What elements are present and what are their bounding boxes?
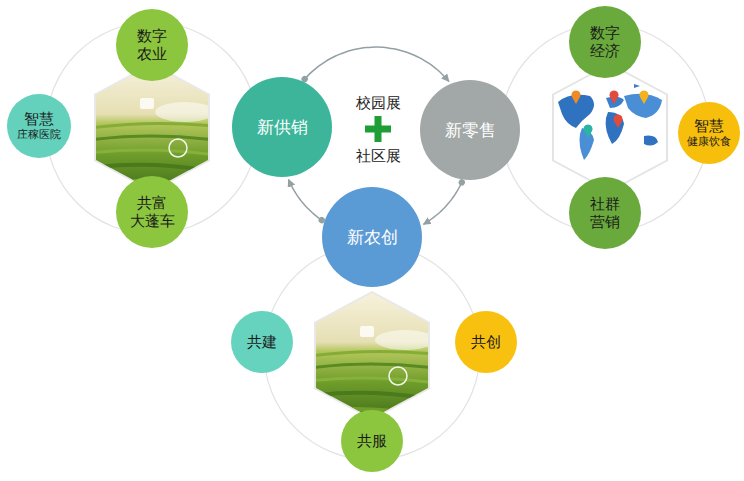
circle-fill — [231, 311, 293, 373]
circle-fill — [322, 187, 422, 287]
node-title: 新农创 — [347, 227, 398, 247]
map-pin — [610, 90, 619, 104]
topic-circle: 社群 营销 — [569, 177, 641, 249]
node-text-group: 共服 — [357, 432, 387, 450]
circle-fill — [678, 102, 740, 164]
circle-fill — [7, 94, 71, 158]
hub-circle: 新农创 — [322, 187, 422, 287]
node-title: 智慧 — [687, 117, 731, 135]
cycle-arrow — [423, 182, 461, 224]
node-text-group: 社群 营销 — [579, 195, 631, 231]
node-text-group: 共建 — [247, 333, 277, 351]
node-text-group: 数字 农业 — [126, 27, 178, 63]
exhibit-label: 校园展 — [356, 94, 401, 113]
world-map-picture — [548, 60, 673, 195]
node-text-group: 新农创 — [347, 227, 398, 247]
circle-fill — [341, 410, 403, 472]
circle-fill — [569, 6, 641, 78]
plus-sign — [365, 116, 391, 142]
node-text-group: 智慧健康饮食 — [687, 117, 731, 148]
node-subtitle: 健康饮食 — [687, 135, 731, 148]
circle-fill — [455, 311, 517, 373]
node-subtitle: 庄稼医院 — [17, 128, 61, 141]
node-text-group: 新供销 — [257, 117, 308, 137]
circle-fill — [116, 176, 188, 248]
cluster-ring — [501, 24, 709, 232]
map-pin — [572, 90, 581, 104]
circle-fill — [116, 9, 188, 81]
topic-circle: 共服 — [341, 410, 403, 472]
node-title: 共建 — [247, 333, 277, 351]
node-text-group: 共富 大蓬车 — [126, 194, 178, 230]
node-text-group: 新零售 — [445, 120, 496, 140]
cluster-ring — [46, 22, 258, 234]
topic-circle: 共富 大蓬车 — [116, 176, 188, 248]
topic-circle: 智慧庄稼医院 — [7, 94, 71, 158]
hub-circle: 新零售 — [420, 80, 520, 180]
map-pin — [614, 114, 623, 128]
node-text-group: 共创 — [471, 333, 501, 351]
node-title: 共富 大蓬车 — [126, 194, 178, 230]
circle-fill — [232, 77, 332, 177]
cycle-arrow — [289, 180, 322, 221]
node-title: 新零售 — [445, 120, 496, 140]
node-text-group: 智慧庄稼医院 — [17, 110, 61, 141]
exhibit-label: 社区展 — [356, 147, 401, 166]
topic-circle: 共创 — [455, 311, 517, 373]
node-title: 共服 — [357, 432, 387, 450]
topic-circle: 数字 经济 — [569, 6, 641, 78]
topic-circle: 数字 农业 — [116, 9, 188, 81]
node-title: 新供销 — [257, 117, 308, 137]
node-title: 数字 农业 — [126, 27, 178, 63]
circle-fill — [569, 177, 641, 249]
node-title: 数字 经济 — [579, 24, 631, 60]
hub-circle: 新供销 — [232, 77, 332, 177]
cycle-arrow — [305, 47, 449, 81]
node-text-group: 数字 经济 — [579, 24, 631, 60]
map-pin — [584, 124, 593, 138]
topic-circle: 共建 — [231, 311, 293, 373]
topic-circle: 智慧健康饮食 — [678, 102, 740, 164]
circle-fill — [420, 80, 520, 180]
node-title: 社群 营销 — [579, 195, 631, 231]
field-photo — [310, 288, 435, 423]
node-title: 智慧 — [17, 110, 61, 128]
map-pin — [640, 90, 649, 104]
node-title: 共创 — [471, 333, 501, 351]
